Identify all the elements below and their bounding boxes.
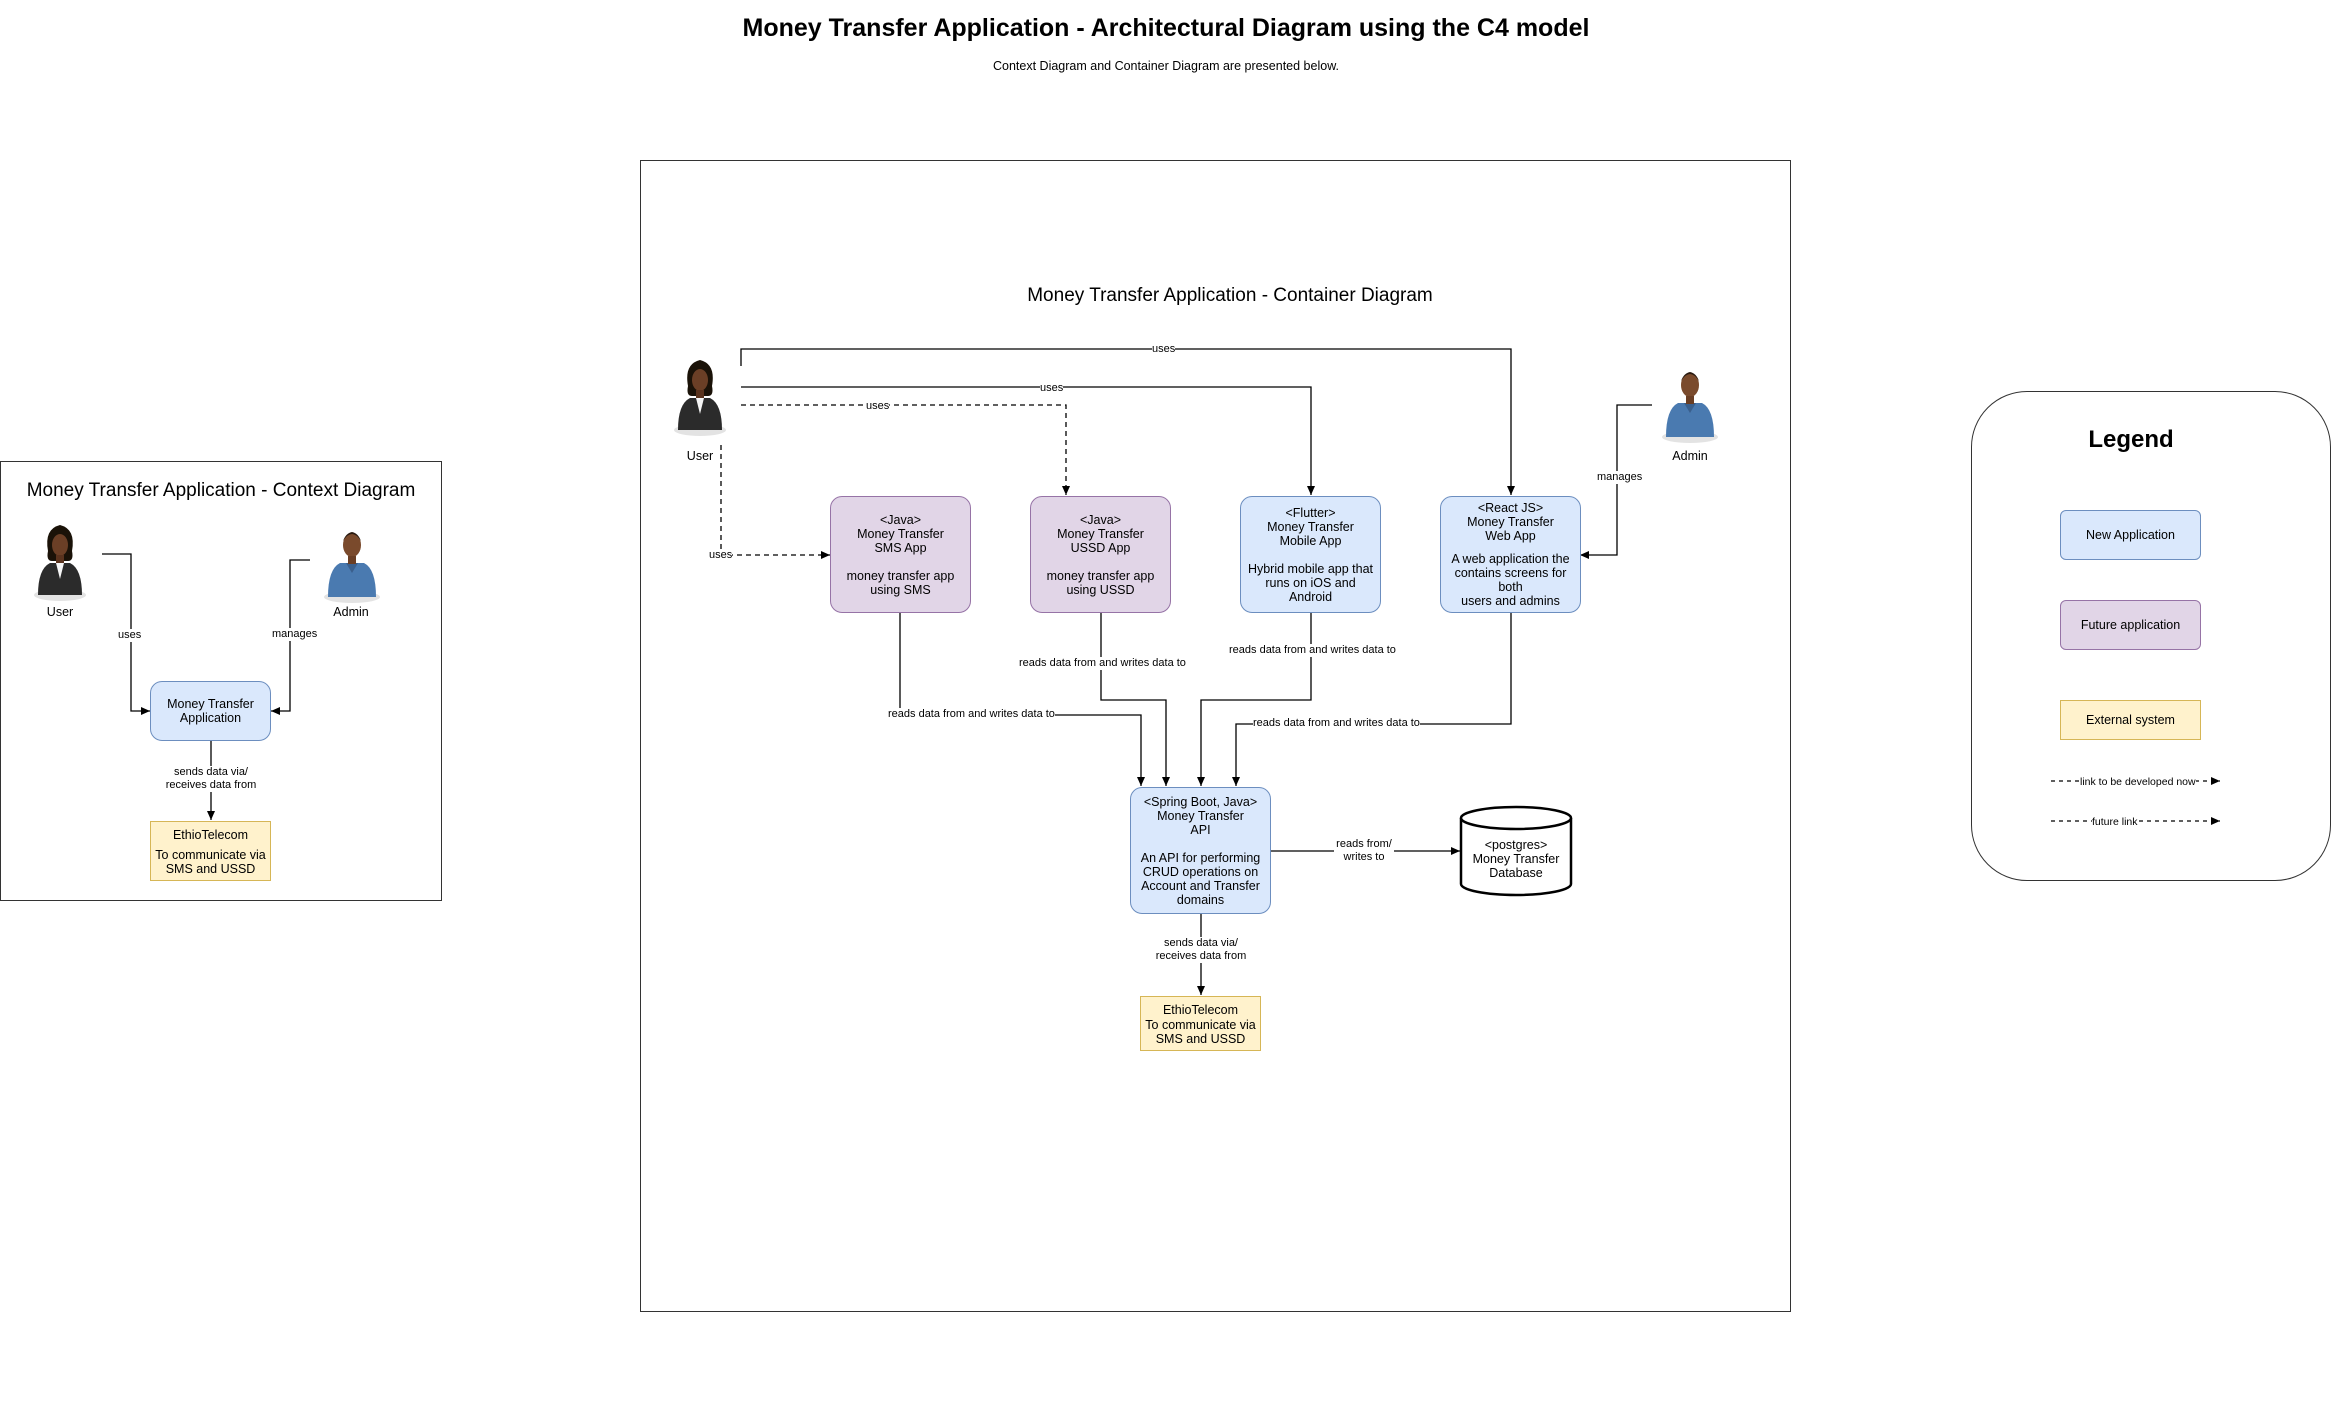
container-admin-label: Admin — [1672, 449, 1708, 463]
database-name1: Money Transfer — [1472, 852, 1560, 866]
legend-external: External system — [2060, 700, 2201, 740]
context-external-desc1: To communicate via — [155, 848, 266, 862]
mobile-app-name1: Money Transfer — [1267, 519, 1354, 534]
legend-new-app: New Application — [2060, 510, 2201, 560]
web-app-box[interactable]: <React JS> Money Transfer Web App A web … — [1440, 496, 1581, 613]
ussd-app-name1: Money Transfer — [1057, 526, 1144, 541]
api-desc3: Account and Transfer — [1141, 878, 1260, 893]
api-box[interactable]: <Spring Boot, Java> Money Transfer API A… — [1130, 787, 1271, 914]
context-app-line1: Money Transfer — [167, 697, 254, 711]
context-edge-uses: uses — [118, 629, 142, 642]
container-diagram-title: Money Transfer Application - Container D… — [1027, 285, 1433, 306]
mobile-app-box[interactable]: <Flutter> Money Transfer Mobile App Hybr… — [1240, 496, 1381, 613]
legend-future-app: Future application — [2060, 600, 2201, 650]
page-title: Money Transfer Application - Architectur… — [742, 14, 1590, 42]
page-subtitle: Context Diagram and Container Diagram ar… — [992, 59, 1340, 73]
edge-label-uses-web: uses — [1152, 343, 1176, 356]
container-user-label: User — [686, 449, 714, 463]
container-external-desc1: To communicate via — [1145, 1018, 1256, 1032]
legend-link-now: link to be developed now — [2080, 776, 2196, 788]
edge-label-uses-ussd: uses — [866, 400, 890, 413]
context-external-name: EthioTelecom — [172, 828, 249, 842]
mobile-app-name2: Mobile App — [1279, 533, 1342, 548]
edge-label-rw-ussd: reads data from and writes data to — [1019, 657, 1186, 670]
context-edge-sends: sends data via/ receives data from — [160, 766, 262, 792]
web-app-desc1: A web application the — [1451, 552, 1570, 566]
container-external-box[interactable]: EthioTelecom To communicate via SMS and … — [1140, 996, 1261, 1051]
sms-app-desc1: money transfer app — [846, 568, 955, 583]
legend-link-future: future link — [2092, 816, 2138, 828]
api-desc1: An API for performing — [1140, 850, 1261, 865]
context-diagram-title: Money Transfer Application - Context Dia… — [26, 480, 416, 501]
context-user-label: User — [46, 605, 74, 619]
ussd-app-desc2: using USSD — [1066, 582, 1135, 597]
edge-label-db: reads from/ writes to — [1334, 838, 1394, 864]
sms-app-name2: SMS App — [874, 540, 927, 555]
container-external-name: EthioTelecom — [1162, 1003, 1239, 1017]
edge-label-uses-mobile: uses — [1040, 382, 1064, 395]
mobile-app-desc2: runs on iOS and Android — [1265, 575, 1356, 604]
api-desc2: CRUD operations on — [1142, 864, 1259, 879]
database-name2: Database — [1489, 866, 1543, 880]
web-app-name1: Money Transfer — [1467, 515, 1554, 529]
api-desc4: domains — [1176, 892, 1225, 907]
edge-label-ext: sends data via/ receives data from — [1150, 937, 1252, 963]
edge-label-rw-sms: reads data from and writes data to — [888, 708, 1055, 721]
edge-label-rw-mobile: reads data from and writes data to — [1229, 644, 1396, 657]
web-app-tech: <React JS> — [1477, 501, 1544, 515]
context-external-desc2: SMS and USSD — [165, 862, 256, 876]
api-name2: API — [1190, 822, 1211, 837]
context-external-box[interactable]: EthioTelecom To communicate via SMS and … — [150, 821, 271, 881]
ussd-app-box[interactable]: <Java> Money Transfer USSD App money tra… — [1030, 496, 1171, 613]
context-app-line2: Application — [179, 711, 242, 725]
database-tech: <postgres> — [1484, 838, 1548, 852]
web-app-name2: Web App — [1485, 529, 1536, 543]
context-admin-label: Admin — [333, 605, 369, 619]
context-edge-manages: manages — [272, 628, 318, 641]
edge-label-uses-sms: uses — [709, 549, 733, 562]
sms-app-name1: Money Transfer — [857, 526, 944, 541]
api-name1: Money Transfer — [1157, 808, 1244, 823]
mobile-app-tech: <Flutter> — [1285, 505, 1336, 520]
legend-title: Legend — [2088, 426, 2174, 453]
mobile-app-desc1: Hybrid mobile app that — [1247, 561, 1374, 576]
container-diagram-frame — [640, 160, 1791, 1312]
sms-app-tech: <Java> — [879, 512, 921, 527]
ussd-app-desc1: money transfer app — [1046, 568, 1155, 583]
sms-app-desc2: using SMS — [870, 582, 931, 597]
ussd-app-name2: USSD App — [1070, 540, 1131, 555]
database-label[interactable]: <postgres> Money Transfer Database — [1461, 834, 1571, 884]
web-app-desc2: contains screens for both — [1454, 566, 1567, 594]
edge-label-manages: manages — [1597, 471, 1643, 484]
sms-app-box[interactable]: <Java> Money Transfer SMS App money tran… — [830, 496, 971, 613]
web-app-desc3: users and admins — [1461, 594, 1560, 608]
edge-label-rw-web: reads data from and writes data to — [1253, 717, 1420, 730]
api-tech: <Spring Boot, Java> — [1143, 794, 1258, 809]
container-external-desc2: SMS and USSD — [1155, 1032, 1246, 1046]
context-app-box[interactable]: Money Transfer Application — [150, 681, 271, 741]
ussd-app-tech: <Java> — [1079, 512, 1121, 527]
